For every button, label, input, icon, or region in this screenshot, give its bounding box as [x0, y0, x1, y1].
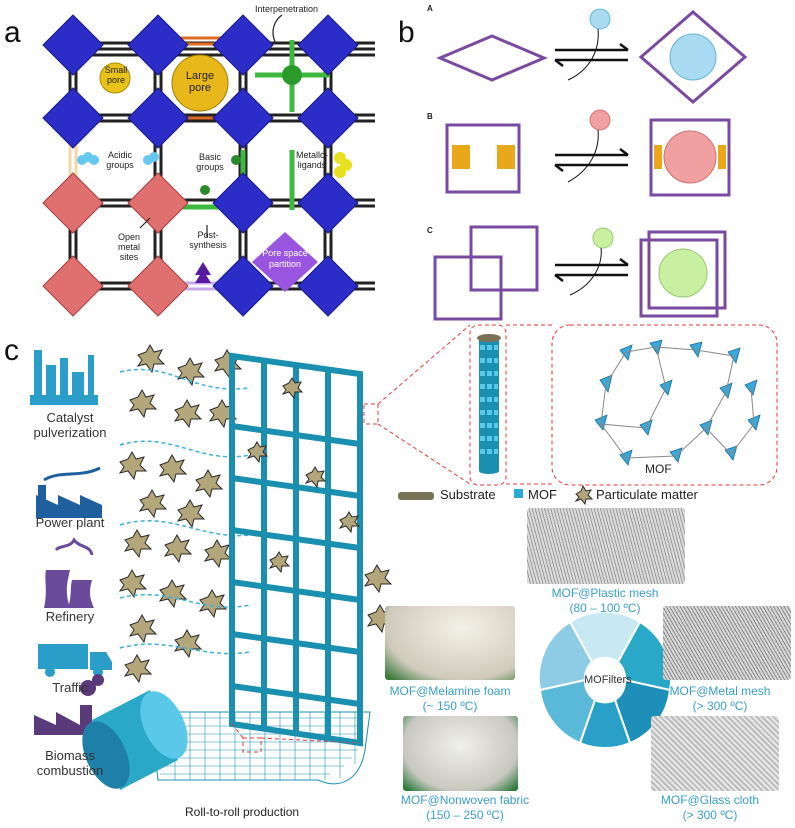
- nonwoven-fabric-photo: [403, 716, 518, 791]
- row-c-letter: C: [427, 226, 433, 235]
- pore-space-partition-block: [252, 232, 318, 292]
- melamine-foam-caption: MOF@Melamine foam(~ 150 ºC): [389, 684, 511, 713]
- legend-substrate-label: Substrate: [440, 487, 496, 502]
- panel-b-letter: b: [398, 16, 415, 49]
- mof-crystal-structure: [594, 339, 761, 466]
- roll-to-roll-illustration: [82, 690, 371, 790]
- legend-particulate-label: Particulate matter: [596, 487, 698, 502]
- interpenetration-label: Interpenetration: [255, 4, 319, 14]
- legend-mof-label: MOF: [528, 487, 557, 502]
- panel-a-letter: a: [4, 16, 21, 49]
- cooling-tower-icon: [44, 537, 94, 608]
- roll-to-roll-label: Roll-to-roll production: [185, 805, 300, 819]
- metallo-ligands-label: Metallo-ligands: [295, 150, 328, 170]
- truck-icon: [38, 644, 112, 677]
- glass-cloth-caption: MOF@Glass cloth(> 300 ºC): [660, 793, 760, 822]
- catalyst-factory-icon: [30, 350, 98, 405]
- mof-legend-swatch: [514, 489, 523, 498]
- particulate-legend-glyph: [574, 484, 594, 506]
- small-pore-sphere: [99, 62, 131, 94]
- substrate-legend-swatch: [398, 492, 434, 500]
- row-a-letter: A: [427, 4, 433, 13]
- glass-cloth-photo: [651, 716, 779, 791]
- source-traffic-label: Traffic: [52, 680, 88, 695]
- mof-coated-rod: [477, 334, 501, 474]
- biomass-plant-icon: [34, 674, 104, 735]
- mofilters-center-label: MOFilters: [584, 674, 632, 686]
- nonwoven-fabric-caption: MOF@Nonwoven fabric(150 – 250 ºC): [400, 793, 530, 822]
- metal-mesh-photo: [663, 606, 791, 680]
- source-power-plant-label: Power plant: [35, 515, 105, 530]
- rhombus-host-empty: [436, 34, 548, 82]
- large-pore-sphere: [171, 54, 229, 112]
- melamine-foam-photo: [385, 606, 515, 680]
- source-refinery-label: Refinery: [45, 609, 95, 624]
- metal-mesh-caption: MOF@Metal mesh(> 300 ºC): [669, 684, 771, 713]
- blue-octahedra: [42, 14, 359, 317]
- particulate-matter-cluster: [118, 343, 396, 684]
- post-synthesis-label: Post-synthesis: [189, 230, 227, 250]
- row-b-letter: B: [427, 112, 433, 121]
- mof-filter-grid: [229, 352, 363, 747]
- plastic-mesh-caption: MOF@Plastic mesh(80 – 100 ºC): [551, 586, 659, 615]
- mofilters-donut-ring: [537, 610, 673, 749]
- plastic-mesh-photo: [527, 508, 685, 584]
- power-plant-icon: [36, 466, 102, 518]
- interpenetration-node: [282, 65, 302, 85]
- mof-structure-label: MOF: [645, 462, 672, 476]
- panel-c-letter: c: [4, 334, 19, 367]
